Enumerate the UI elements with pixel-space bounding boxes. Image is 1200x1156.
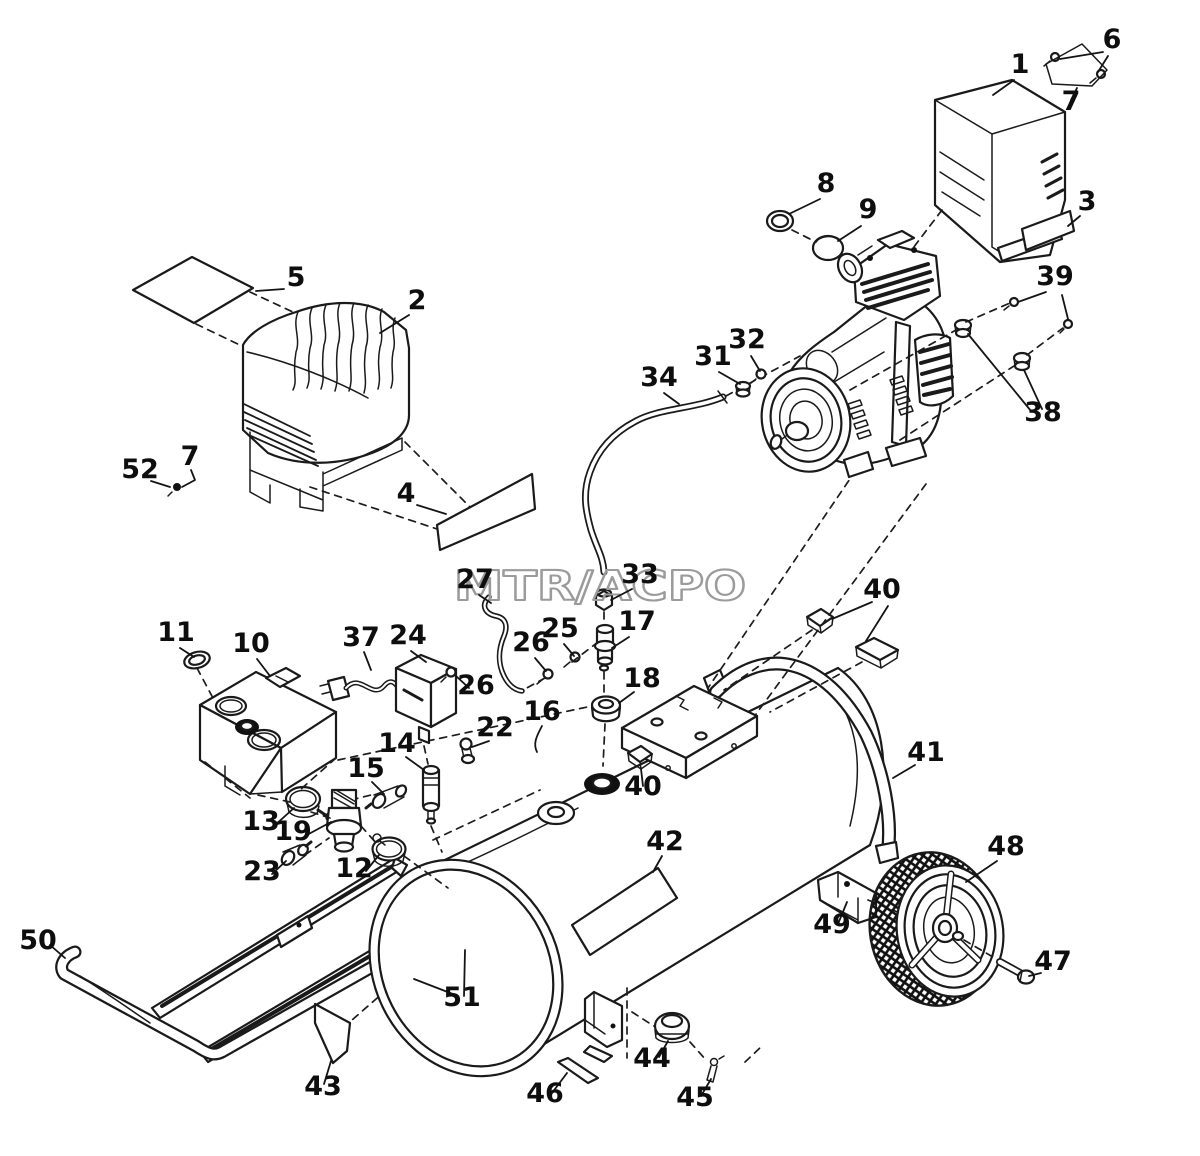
part-label-38: 38 [1024, 397, 1062, 428]
part-label-16: 16 [523, 696, 561, 727]
part-label-41: 41 [907, 737, 945, 768]
part-label-8: 8 [817, 168, 836, 199]
part-label-26-b: 26 [457, 670, 495, 701]
part-label-25: 25 [541, 613, 579, 644]
part-label-13: 13 [242, 806, 280, 837]
callout-labels: 1 2 3 4 5 6 7 7 8 9 10 11 12 13 14 15 16… [19, 24, 1121, 1113]
part-label-40-mid: 40 [624, 771, 662, 802]
tank-assembly [337, 469, 1036, 1085]
part-label-2: 2 [408, 285, 427, 316]
part-label-24: 24 [389, 620, 427, 651]
part-label-14: 14 [378, 728, 416, 759]
part-label-22: 22 [476, 712, 514, 743]
part-label-10: 10 [232, 628, 270, 659]
part-label-17: 17 [618, 606, 656, 637]
part-label-4: 4 [397, 478, 416, 509]
part-label-11: 11 [157, 617, 195, 648]
part-label-7-top: 7 [1062, 86, 1081, 117]
part-label-46: 46 [526, 1078, 564, 1109]
part-label-49: 49 [813, 909, 851, 940]
part-label-5: 5 [287, 262, 306, 293]
callout-leaders [49, 51, 1109, 1097]
watermark-text: MTR/ACPO [454, 562, 746, 610]
part-label-7-left: 7 [181, 441, 200, 472]
air-hose [581, 355, 801, 723]
part-label-42: 42 [646, 826, 684, 857]
part-label-9: 9 [859, 194, 878, 225]
part-label-52: 52 [121, 454, 159, 485]
part-label-45: 45 [676, 1082, 714, 1113]
part-label-27: 27 [456, 564, 494, 595]
part-label-3: 3 [1078, 186, 1097, 217]
part-label-47: 47 [1034, 946, 1072, 977]
part-label-18: 18 [623, 663, 661, 694]
intake-filter [131, 255, 537, 552]
part-label-19: 19 [274, 816, 312, 847]
part-label-48: 48 [987, 831, 1025, 862]
part-label-34: 34 [640, 362, 678, 393]
part-label-43: 43 [304, 1071, 342, 1102]
motor-pump-assembly [734, 209, 1074, 479]
part-label-26-a: 26 [512, 627, 550, 658]
part-label-37: 37 [342, 622, 380, 653]
part-label-6: 6 [1103, 24, 1122, 55]
part-label-1: 1 [1011, 49, 1030, 80]
shroud-cover [906, 43, 1108, 264]
part-label-39: 39 [1036, 261, 1074, 292]
part-label-31: 31 [694, 341, 732, 372]
part-label-44: 44 [633, 1043, 671, 1074]
part-label-23: 23 [243, 856, 281, 887]
part-label-32: 32 [728, 324, 766, 355]
part-label-12: 12 [335, 853, 373, 884]
part-label-40-top: 40 [863, 574, 901, 605]
part-label-33: 33 [621, 559, 659, 590]
part-label-51: 51 [443, 982, 481, 1013]
part-label-50: 50 [19, 925, 57, 956]
part-label-15: 15 [347, 753, 385, 784]
